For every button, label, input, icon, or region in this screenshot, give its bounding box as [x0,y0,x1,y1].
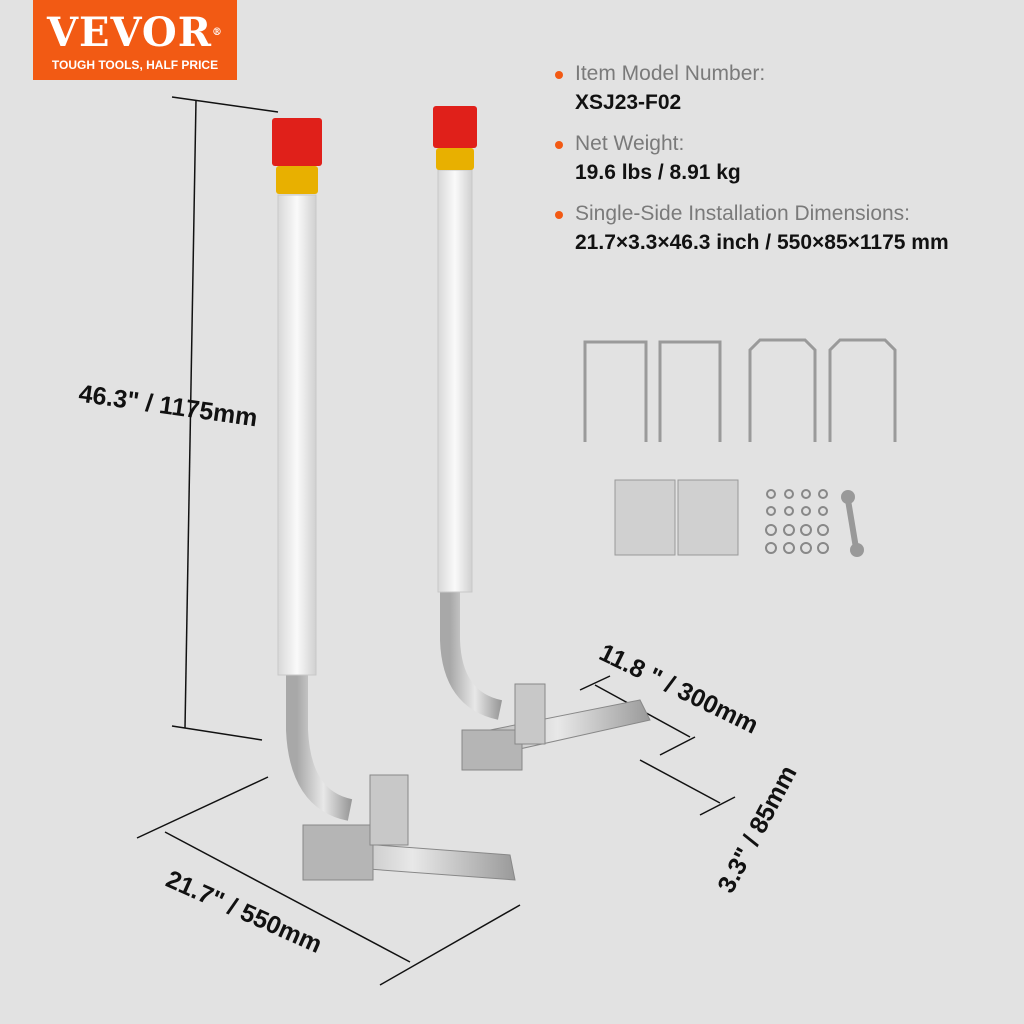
spec-weight: Net Weight: 19.6 lbs / 8.91 kg [555,130,949,188]
spec-list: Item Model Number: XSJ23-F02 Net Weight:… [555,60,949,270]
vevor-logo: VEVOR® TOUGH TOOLS, HALF PRICE [33,0,237,80]
spec-dimensions: Single-Side Installation Dimensions: 21.… [555,200,949,258]
wrench-icon [841,490,864,557]
spec-value: 21.7×3.3×46.3 inch / 550×85×1175 mm [575,231,949,254]
dimension-lines [136,96,736,986]
logo-brand: VEVOR [47,9,212,56]
guide-pole-left [272,118,516,881]
logo-tagline: TOUGH TOOLS, HALF PRICE [51,58,219,72]
guide-pole-right [433,106,651,771]
logo-registered: ® [211,27,223,38]
spec-value: 19.6 lbs / 8.91 kg [575,161,741,184]
nuts-washers [765,489,829,554]
mounting-plates [614,479,739,556]
spec-label: Item Model Number: [555,60,949,88]
spec-model: Item Model Number: XSJ23-F02 [555,60,949,118]
spec-label: Net Weight: [555,130,949,158]
spec-value: XSJ23-F02 [575,91,682,114]
u-bolts [583,338,897,442]
spec-label: Single-Side Installation Dimensions: [555,200,949,228]
